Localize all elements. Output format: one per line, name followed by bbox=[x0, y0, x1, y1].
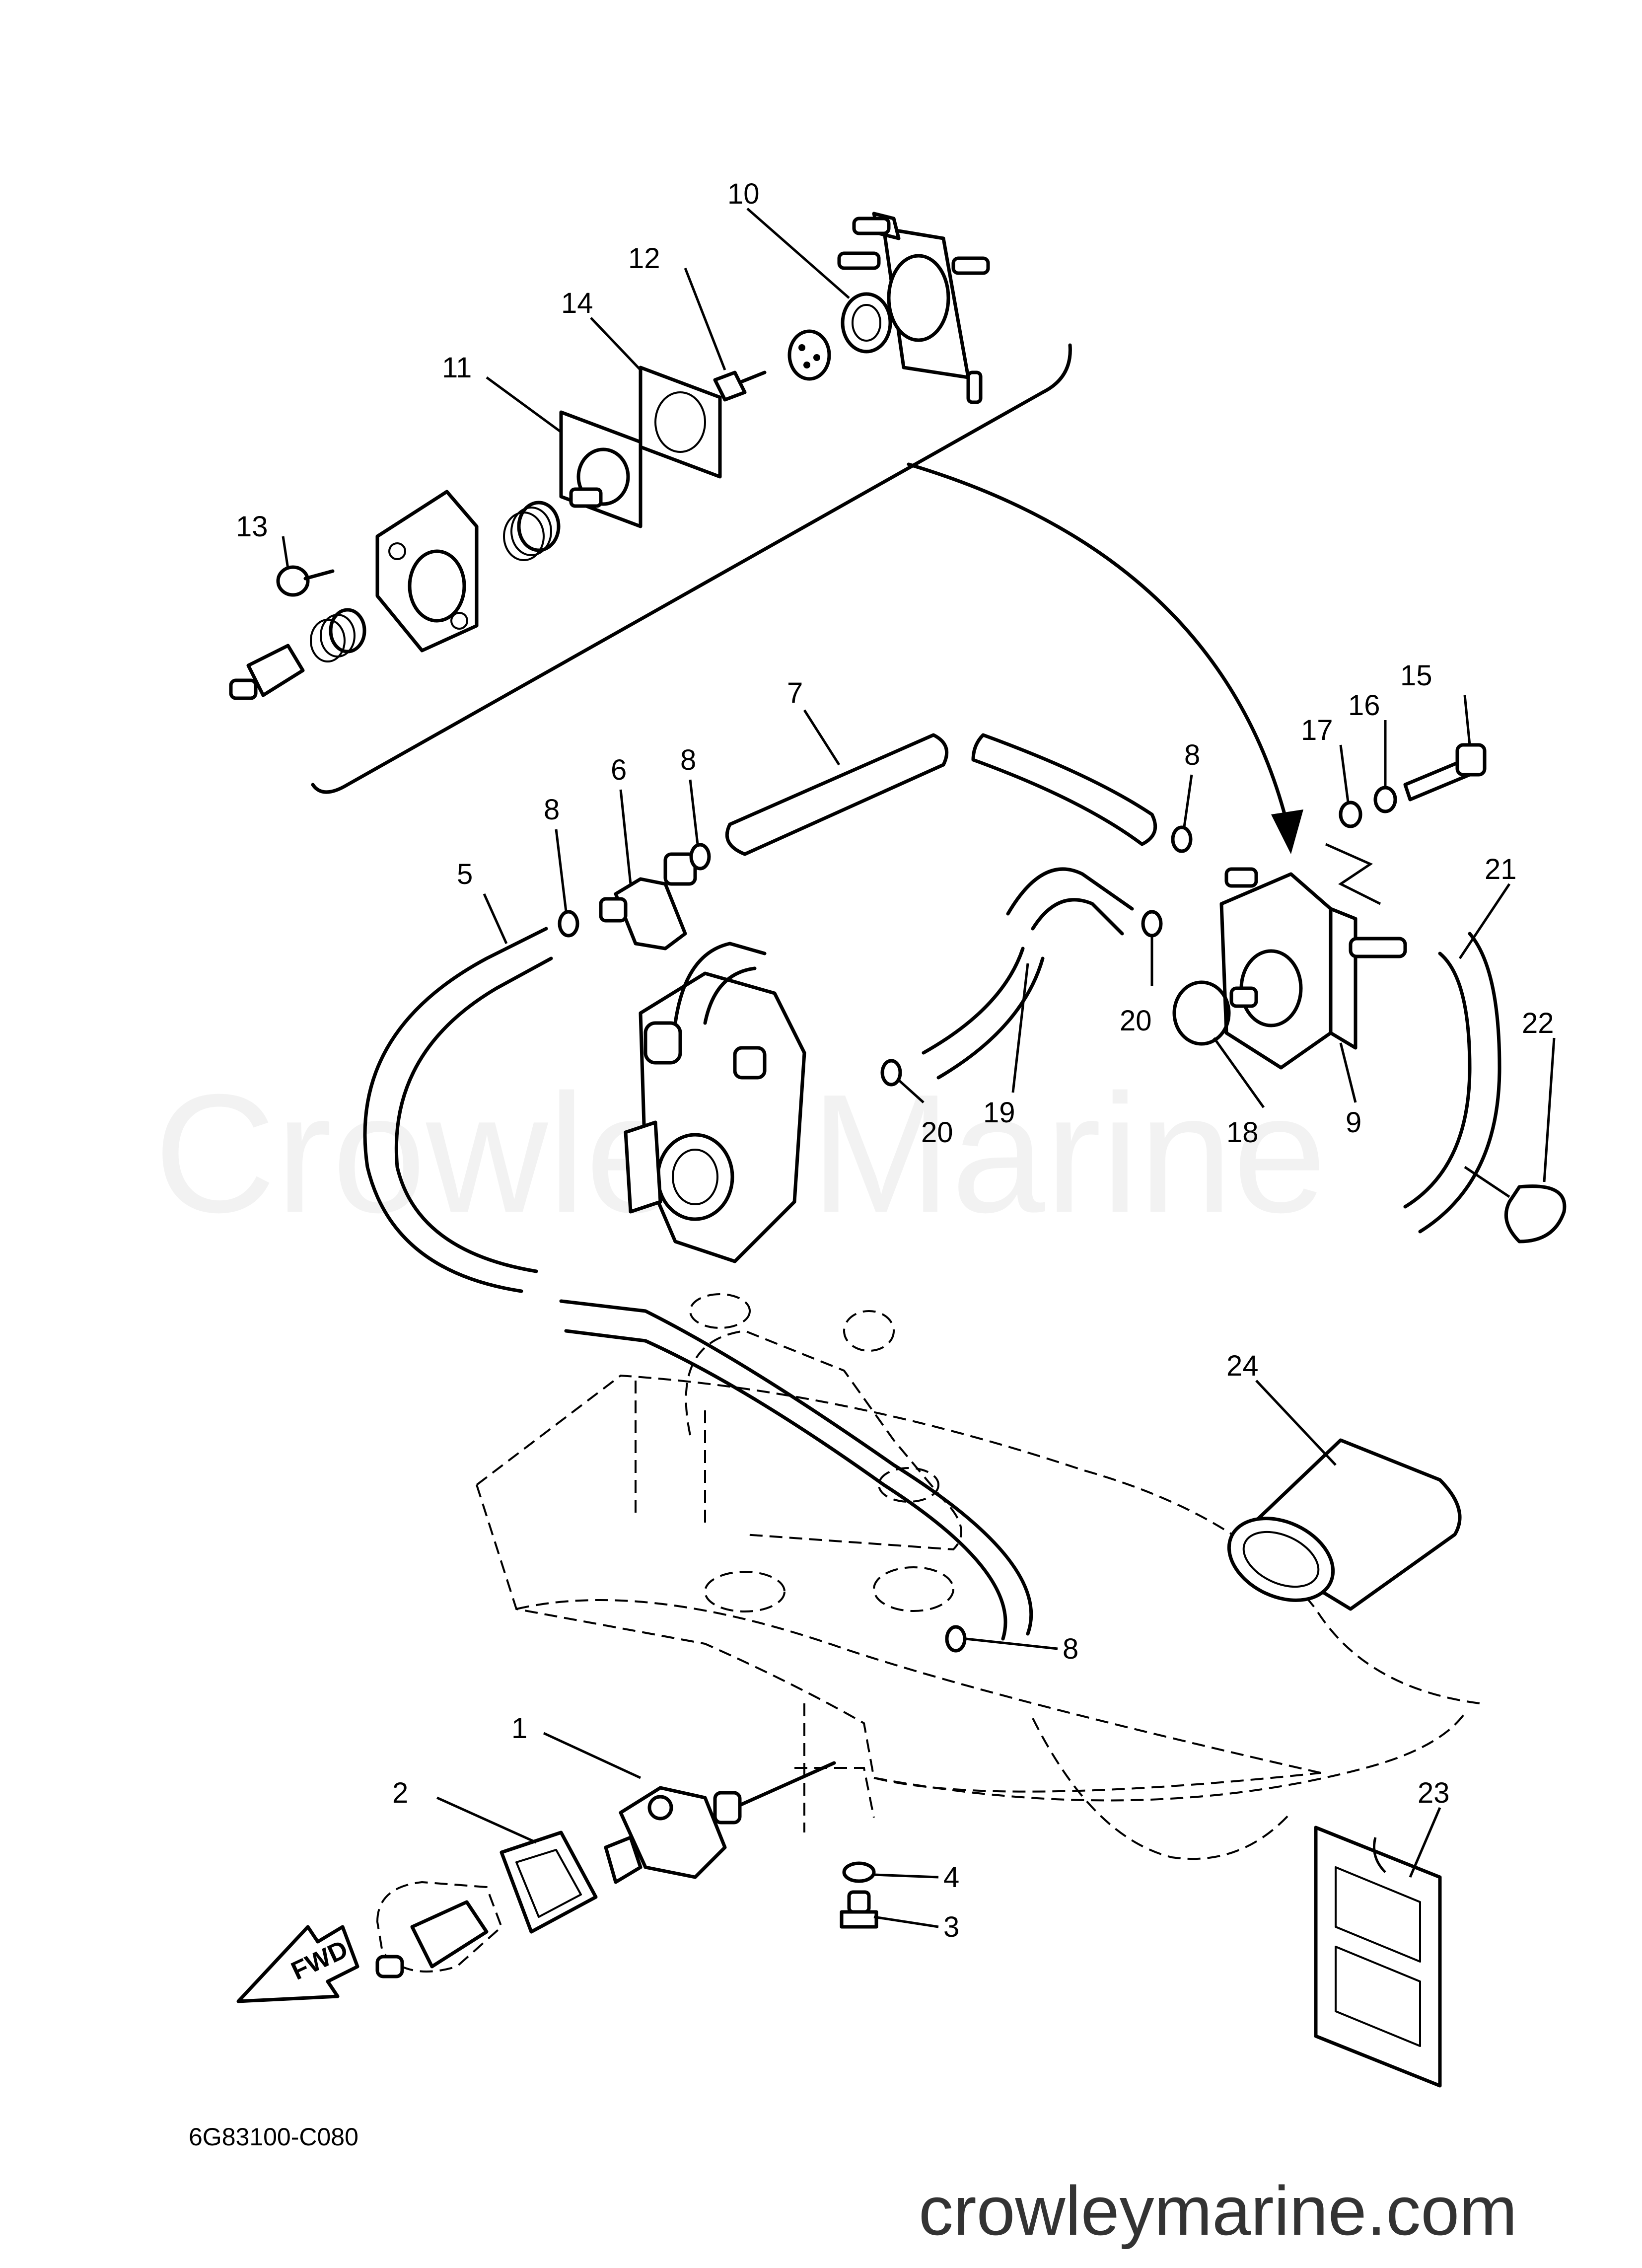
callout-8d: 8 bbox=[1063, 1633, 1078, 1665]
pump-spring bbox=[503, 501, 561, 561]
callout-4: 4 bbox=[943, 1861, 959, 1894]
callout-3: 3 bbox=[943, 1911, 959, 1943]
part-11-diaphragm-assy bbox=[559, 410, 643, 528]
fuel-connector bbox=[375, 1881, 503, 1978]
part-5-hose bbox=[363, 927, 553, 1293]
inset-bracket bbox=[311, 343, 1072, 794]
callout-10: 10 bbox=[727, 178, 760, 210]
site-url: crowleymarine.com bbox=[919, 2172, 1517, 2250]
callout-19: 19 bbox=[983, 1097, 1015, 1129]
carburetor bbox=[624, 942, 806, 1263]
part-22-clamp bbox=[1464, 1166, 1567, 1244]
part-17-washer bbox=[1339, 801, 1362, 828]
callout-8c: 8 bbox=[1184, 739, 1200, 771]
part-8-clip-d bbox=[945, 1625, 967, 1653]
callout-21: 21 bbox=[1485, 853, 1517, 885]
diagram-code: 6G83100-C080 bbox=[189, 2123, 358, 2151]
part-5-hose-lower bbox=[559, 1299, 1033, 1641]
part-7-hose-left bbox=[725, 733, 949, 856]
callout-7: 7 bbox=[787, 677, 803, 709]
callout-22: 22 bbox=[1522, 1007, 1554, 1039]
part-14-gasket bbox=[639, 366, 722, 479]
callout-13: 13 bbox=[236, 511, 268, 543]
part-10-diaphragm bbox=[841, 292, 892, 354]
plunger bbox=[229, 644, 305, 700]
part-6-fuel-filter bbox=[599, 852, 697, 951]
plunger-spring bbox=[310, 608, 366, 662]
part-8-clip-a bbox=[689, 843, 711, 871]
part-7-hose-right bbox=[971, 733, 1157, 846]
part-24-adapter bbox=[1227, 1438, 1462, 1611]
callout-20b: 20 bbox=[921, 1116, 953, 1149]
callout-11: 11 bbox=[442, 352, 472, 384]
callout-8a: 8 bbox=[680, 744, 696, 776]
part-4-washer bbox=[842, 1861, 876, 1883]
callout-16: 16 bbox=[1348, 689, 1380, 722]
callout-6: 6 bbox=[611, 754, 627, 786]
hoses bbox=[363, 733, 1501, 1641]
part-23-label-sheet bbox=[1314, 1826, 1442, 2088]
fuel-pump-exploded-view bbox=[229, 212, 1303, 854]
callout-17: 17 bbox=[1301, 714, 1333, 746]
part-2-seal bbox=[500, 1830, 598, 1934]
callout-9: 9 bbox=[1346, 1106, 1361, 1139]
part-10-pump-body bbox=[837, 212, 990, 404]
fwd-arrow-icon: FWD bbox=[236, 1925, 359, 2003]
pump-cover bbox=[375, 490, 479, 653]
part-20-clip-a bbox=[1141, 910, 1163, 938]
inset-arrow bbox=[907, 462, 1288, 821]
callout-24: 24 bbox=[1226, 1350, 1259, 1382]
callout-20a: 20 bbox=[1120, 1005, 1152, 1037]
part-9-fuel-pump bbox=[1219, 867, 1407, 1070]
check-valve-disc bbox=[787, 329, 831, 381]
part-13-screw bbox=[276, 565, 335, 597]
callout-23: 23 bbox=[1418, 1777, 1450, 1809]
part-18-o-ring bbox=[1172, 980, 1231, 1046]
callout-8b: 8 bbox=[544, 794, 560, 826]
callout-1: 1 bbox=[511, 1712, 527, 1745]
inset-arrow-head bbox=[1271, 809, 1303, 854]
callout-18: 18 bbox=[1226, 1116, 1259, 1149]
callout-5: 5 bbox=[457, 858, 473, 890]
bottom-cowling bbox=[476, 1293, 1480, 1860]
part-19-hose bbox=[922, 947, 1045, 1080]
part-20-clip-b bbox=[880, 1059, 902, 1087]
part-8-clip-c bbox=[1171, 825, 1193, 853]
bolt-zigzag bbox=[1325, 843, 1381, 905]
part-1-fuel-joint bbox=[604, 1761, 836, 1884]
callout-2: 2 bbox=[392, 1777, 408, 1809]
part-3-bolt bbox=[840, 1890, 878, 1929]
leader-lines bbox=[282, 208, 1556, 1928]
part-8-clip-b bbox=[558, 910, 579, 938]
part-16-washer bbox=[1373, 786, 1397, 813]
callout-14: 14 bbox=[561, 287, 593, 319]
part-12-screw bbox=[713, 370, 767, 402]
clips bbox=[558, 786, 1397, 1653]
part-15-bolt bbox=[1403, 743, 1487, 802]
callout-15: 15 bbox=[1400, 659, 1432, 692]
callout-12: 12 bbox=[628, 242, 660, 275]
part-21-hose bbox=[1403, 932, 1501, 1234]
upper-elbow-hose bbox=[1006, 867, 1134, 936]
